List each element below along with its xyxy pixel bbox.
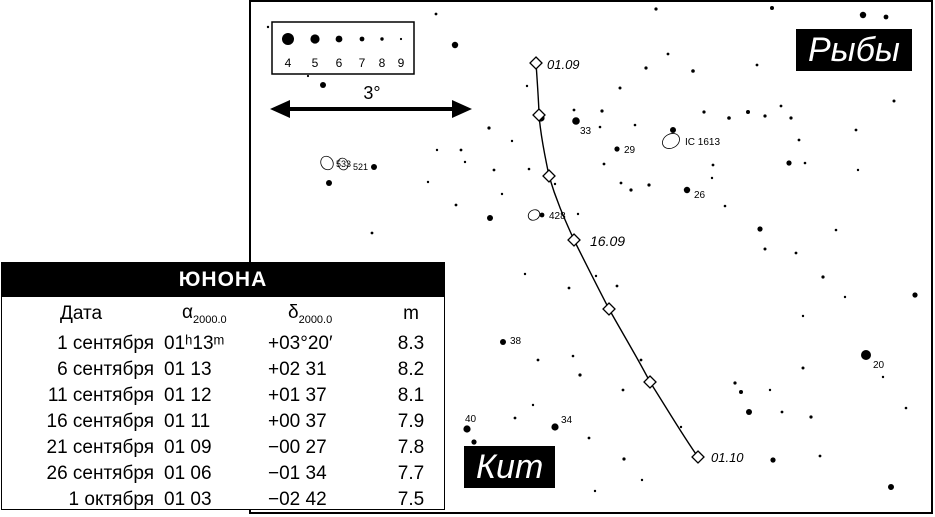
scale-bar: 3°: [270, 83, 472, 118]
galaxy-label-ngc521: 521: [353, 162, 368, 172]
header-dec-symbol: δ: [288, 302, 299, 324]
track-date-3: 16.09: [590, 233, 625, 249]
row-dec: −01 34: [268, 463, 327, 484]
row-mag: 7.7: [397, 463, 425, 484]
header-ra: α2000.0: [160, 297, 262, 331]
juno-track: 01.09 16.09 01.10: [529, 56, 744, 465]
legend-mag-7: 7: [359, 56, 366, 70]
table-row: 1 октября 01 03 −02 42 7.5: [2, 487, 444, 513]
row-date: 1 октября: [68, 489, 154, 510]
header-mag: m: [403, 303, 419, 324]
track-marker: [643, 375, 657, 389]
table-row: 11 сентября 01 12 +01 37 8.1: [2, 383, 444, 409]
galaxy-ngc428-icon: [527, 209, 541, 221]
ephemeris-title: ЮНОНА: [2, 263, 444, 297]
row-date: 21 сентября: [46, 437, 155, 458]
row-ra: 01 11: [164, 411, 211, 432]
header-date: Дата: [59, 303, 103, 324]
legend-mag-6: 6: [336, 56, 343, 70]
track-date-0: 01.09: [547, 57, 580, 72]
galaxy-label-ic1613: IC 1613: [685, 137, 720, 148]
table-row: 6 сентября 01 13 +02 31 8.2: [2, 357, 444, 383]
galaxy-label-ngc533: 533: [336, 159, 351, 169]
galaxy-ic1613-icon: [662, 133, 680, 149]
star-labels: 33 29 26 38 20 40 34: [465, 126, 885, 426]
row-mag: 7.5: [397, 489, 425, 510]
table-row: 16 сентября 01 11 +00 37 7.9: [2, 409, 444, 435]
row-ra: 01 13: [164, 359, 212, 380]
row-dec: +00 37: [268, 411, 327, 432]
galaxy-ngc521-icon: [337, 157, 349, 171]
table-row: 26 сентября 01 06 −01 34 7.7: [2, 461, 444, 487]
row-dec: +01 37: [268, 385, 327, 406]
header-ra-symbol: α: [182, 302, 193, 324]
table-row: 21 сентября 01 09 −00 27 7.8: [2, 435, 444, 461]
row-date: 11 сентября: [47, 385, 154, 406]
row-mag: 7.9: [397, 411, 425, 432]
constellation-label-pisces: Рыбы: [796, 29, 912, 71]
magnitude-legend: 4 5 6 7 8 9: [271, 21, 415, 75]
legend-mag-4: 4: [285, 56, 292, 70]
row-ra: 01 09: [164, 437, 212, 458]
galaxy-ngc533-icon: [320, 155, 334, 171]
track-marker: [602, 302, 616, 316]
row-mag: 7.8: [397, 437, 425, 458]
header-ra-epoch: 2000.0: [192, 313, 227, 326]
star-label-20: 20: [873, 360, 885, 371]
star-label-29: 29: [624, 145, 636, 156]
row-dec: +03°20′: [268, 333, 333, 354]
row-ra: 01 03: [164, 489, 212, 510]
track-marker: [529, 56, 543, 70]
constellation-label-cetus: Кит: [464, 446, 556, 488]
track-date-6: 01.10: [711, 450, 744, 465]
row-mag: 8.1: [397, 385, 425, 406]
row-dec: −02 42: [268, 489, 327, 510]
header-dec-epoch: 2000.0: [298, 313, 333, 326]
header-dec: δ2000.0: [262, 297, 378, 331]
row-mag: 8.3: [397, 333, 425, 354]
scale-label: 3°: [363, 83, 380, 103]
legend-mag-9: 9: [398, 56, 405, 70]
row-mag: 8.2: [397, 359, 425, 380]
star-label-26: 26: [694, 190, 706, 201]
row-dec: −00 27: [268, 437, 327, 458]
legend-mag-5: 5: [312, 56, 319, 70]
track-marker: [691, 450, 705, 464]
row-date: 6 сентября: [57, 359, 154, 380]
legend-mag-8: 8: [379, 56, 386, 70]
row-dec: +02 31: [268, 359, 327, 380]
galaxies: IC 1613 428 533 521: [320, 133, 720, 222]
star-label-40: 40: [465, 414, 477, 425]
star-label-34: 34: [561, 415, 573, 426]
ephemeris-header-row: Дата α2000.0 δ2000.0 m: [2, 297, 444, 331]
track-marker: [542, 169, 556, 183]
row-ra: 01 06: [164, 463, 212, 484]
star-label-38: 38: [510, 336, 522, 347]
galaxy-label-ngc428: 428: [549, 211, 566, 222]
track-marker: [567, 233, 581, 247]
row-ra: 01 12: [164, 385, 212, 406]
row-date: 1 сентября: [57, 333, 154, 354]
row-date: 16 сентября: [46, 411, 155, 432]
table-row: 1 сентября 01ʰ13ᵐ +03°20′ 8.3: [2, 331, 444, 357]
star-label-33: 33: [580, 126, 592, 137]
track-marker: [532, 108, 546, 122]
row-date: 26 сентября: [46, 463, 155, 484]
row-ra: 01ʰ13ᵐ: [164, 333, 225, 354]
